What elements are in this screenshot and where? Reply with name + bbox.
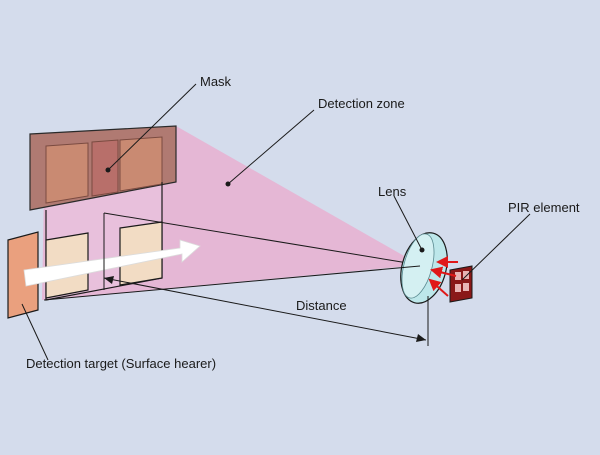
mask-window-middle xyxy=(91,139,119,197)
label-detection-target: Detection target (Surface hearer) xyxy=(26,356,216,371)
label-mask: Mask xyxy=(200,74,232,89)
mask xyxy=(29,125,177,211)
ray-line-bottom xyxy=(43,265,421,301)
movement-arrow xyxy=(23,239,201,287)
zone-leader-dot xyxy=(225,181,231,187)
distance-arrowhead-right xyxy=(416,334,426,342)
distance-arrowhead-left xyxy=(104,276,114,284)
mask-window-right xyxy=(119,136,163,192)
distance-arrow xyxy=(103,277,427,341)
label-distance: Distance xyxy=(296,298,347,313)
label-lens: Lens xyxy=(378,184,407,199)
detection-target xyxy=(7,231,39,319)
label-detection-zone: Detection zone xyxy=(318,96,405,111)
red-arrow-2 xyxy=(430,266,457,279)
pir-cell-1 xyxy=(455,272,461,280)
pir-cell-4 xyxy=(463,283,469,291)
pir-cell-3 xyxy=(455,284,461,292)
pir-leader xyxy=(461,213,531,281)
lens-leader-dot xyxy=(419,247,425,253)
pir-element xyxy=(449,265,473,303)
mask-leader xyxy=(107,83,197,171)
label-pir-element: PIR element xyxy=(508,200,580,215)
mask-window-left xyxy=(45,142,89,204)
optical-axis xyxy=(103,212,421,266)
pir-cell-2 xyxy=(463,271,469,279)
mask-leader-dot xyxy=(105,167,111,173)
red-arrow-3 xyxy=(428,278,449,297)
zone-leader xyxy=(227,109,315,185)
target-leader xyxy=(21,303,49,361)
lens-leader xyxy=(393,195,423,251)
